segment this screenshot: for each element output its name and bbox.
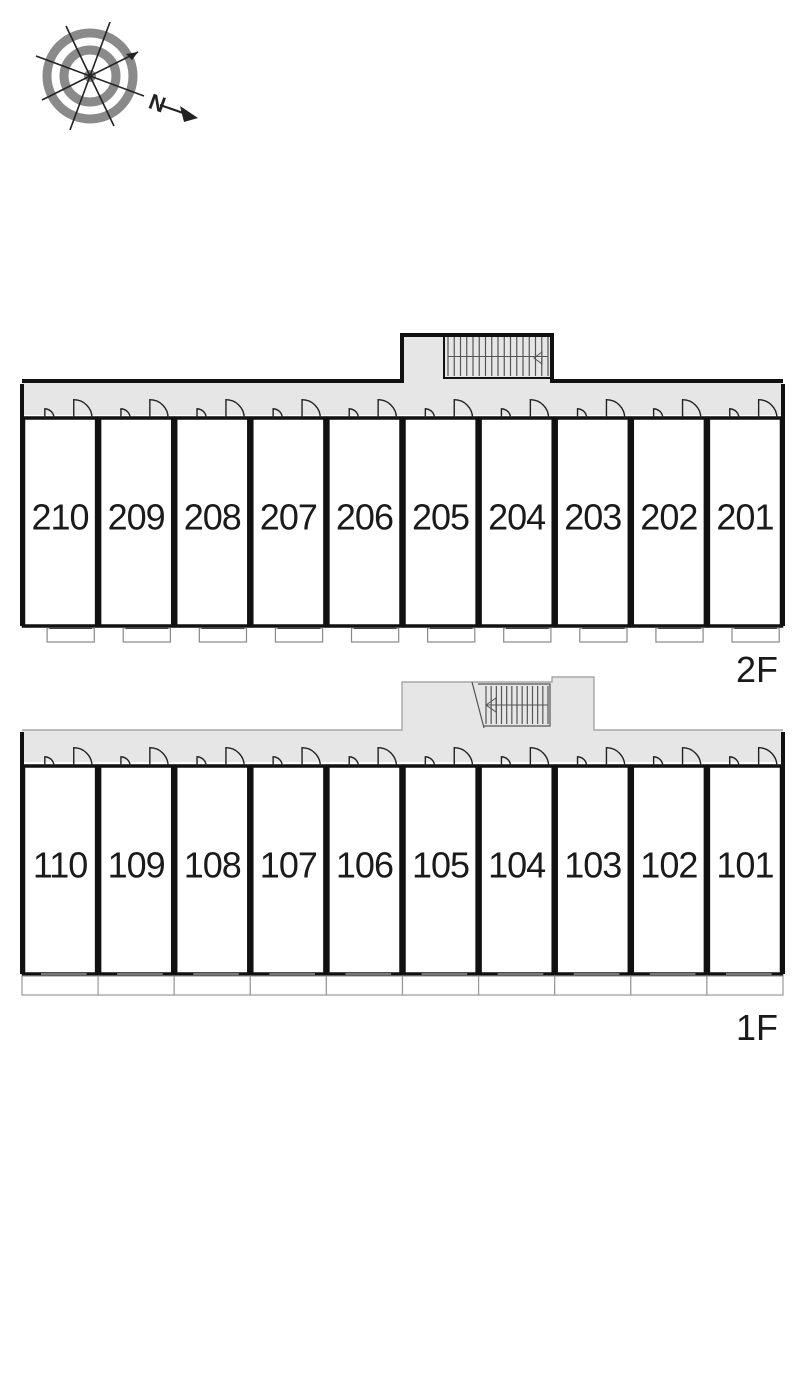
balcony [478, 973, 556, 996]
door-icon [500, 399, 550, 419]
unit-number: 209 [108, 496, 165, 537]
unit-208: 208 [173, 399, 251, 628]
balcony [503, 627, 552, 643]
unit-107: 107 [250, 747, 327, 976]
balcony [249, 973, 328, 996]
door-icon [120, 399, 169, 419]
door-icon [44, 399, 93, 419]
unit-210: 210 [21, 399, 99, 628]
unit-105: 105 [402, 747, 479, 976]
unit-number: 102 [640, 844, 697, 885]
unit-209: 209 [97, 399, 175, 628]
unit-number: 207 [260, 496, 317, 537]
unit-202: 202 [630, 399, 708, 628]
unit-number: 104 [488, 844, 545, 885]
unit-205: 205 [402, 399, 479, 628]
unit-110: 110 [21, 747, 99, 976]
unit-number: 103 [564, 844, 621, 885]
door-icon [44, 747, 93, 767]
staircase [485, 686, 549, 724]
unit-number: 203 [564, 496, 621, 537]
door-icon [729, 747, 778, 767]
unit-number: 109 [108, 844, 165, 885]
door-icon [196, 747, 245, 767]
unit-102: 102 [630, 747, 708, 976]
balcony [198, 627, 248, 643]
door-icon [348, 399, 398, 419]
balcony [655, 627, 704, 643]
balcony [401, 973, 480, 996]
door-icon [196, 399, 245, 419]
door-icon [272, 747, 322, 767]
unit-number: 107 [260, 844, 317, 885]
unit-number: 105 [412, 844, 469, 885]
floor-1f: 110 109 108 107 106 105 104 103 102 101 1F [20, 676, 785, 1048]
unit-number: 202 [640, 496, 697, 537]
unit-201: 201 [706, 399, 784, 628]
door-icon [500, 747, 550, 767]
balcony [427, 627, 476, 643]
unit-106: 106 [326, 747, 403, 976]
floor-2f: 210 209 208 207 206 205 204 203 202 201 2F [20, 333, 785, 690]
balcony [706, 973, 784, 996]
door-icon [424, 399, 474, 419]
unit-109: 109 [97, 747, 175, 976]
unit-206: 206 [326, 399, 403, 628]
door-icon [729, 399, 778, 419]
door-icon [120, 747, 169, 767]
unit-number: 108 [184, 844, 241, 885]
door-icon [652, 747, 702, 767]
balcony [554, 973, 632, 996]
door-icon [576, 747, 626, 767]
unit-number: 201 [716, 496, 773, 537]
unit-number: 206 [336, 496, 393, 537]
unit-number: 210 [32, 496, 89, 537]
compass-rose-icon: N [35, 21, 198, 131]
balcony [325, 973, 404, 996]
balcony [122, 627, 171, 643]
unit-number: 204 [488, 496, 545, 537]
door-icon [652, 399, 702, 419]
unit-101: 101 [706, 747, 784, 976]
door-icon [424, 747, 474, 767]
unit-207: 207 [250, 399, 327, 628]
balcony [274, 627, 324, 643]
unit-number: 208 [184, 496, 241, 537]
door-icon [272, 399, 322, 419]
unit-203: 203 [554, 399, 632, 628]
balcony [731, 627, 780, 643]
unit-number: 110 [33, 844, 87, 885]
balcony [350, 627, 400, 643]
balcony [630, 973, 708, 996]
door-icon [576, 399, 626, 419]
floor-label-1f: 1F [736, 1007, 778, 1048]
staircase [447, 337, 549, 376]
balcony [97, 973, 175, 996]
balcony [579, 627, 628, 643]
unit-number: 205 [412, 496, 469, 537]
unit-number: 101 [716, 844, 773, 885]
unit-104: 104 [478, 747, 555, 976]
unit-108: 108 [173, 747, 251, 976]
balcony [173, 973, 251, 996]
balcony [21, 973, 99, 996]
unit-204: 204 [478, 399, 555, 628]
balcony [46, 627, 95, 643]
unit-number: 106 [336, 844, 393, 885]
floor-label-2f: 2F [736, 649, 778, 690]
north-label: N [146, 89, 169, 118]
unit-103: 103 [554, 747, 632, 976]
door-icon [348, 747, 398, 767]
